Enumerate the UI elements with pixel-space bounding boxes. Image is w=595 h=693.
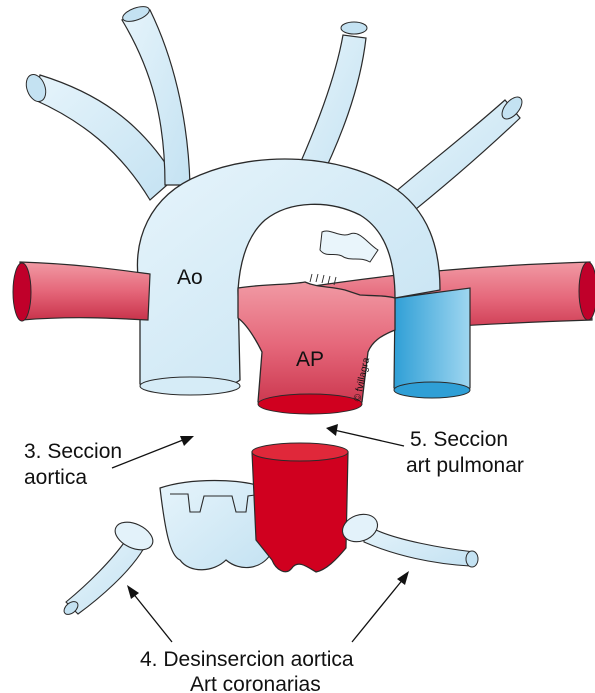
step5-line2: art pulmonar [406, 454, 524, 477]
step5-arrow [326, 424, 404, 446]
step4-line2: Art coronarias [190, 673, 321, 693]
step4-arrow-left [127, 585, 172, 642]
step4-line1: 4. Desinsercion aortica [140, 648, 354, 671]
left-coronary-button [62, 517, 158, 617]
aorta-label: Ao [177, 266, 203, 289]
pulmonary-artery-label: AP [296, 348, 324, 371]
step4-arrow-right [352, 571, 409, 642]
step3-line2: aortica [24, 466, 87, 489]
step3-arrow [112, 436, 194, 468]
descending-aorta [394, 288, 470, 398]
right-coronary-button [339, 510, 478, 567]
pulmonary-trunk-transected [252, 443, 348, 572]
step3-line1: 3. Seccion [24, 440, 122, 463]
step5-line1: 5. Seccion [410, 428, 508, 451]
